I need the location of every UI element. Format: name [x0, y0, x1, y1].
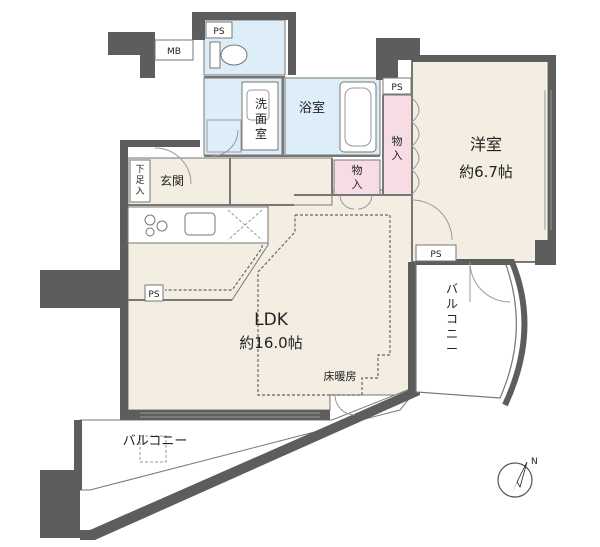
tag-mb: MB: [154, 39, 194, 61]
svg-text:MB: MB: [167, 47, 181, 57]
entrance-door-icon: [154, 147, 192, 185]
entrance-name: 玄関: [160, 173, 184, 188]
western-closet-door-icon: [411, 97, 420, 195]
wall-right: [548, 55, 556, 265]
ldk-size: 約16.0帖: [239, 334, 302, 352]
wall-bottom-ldk: [120, 410, 330, 420]
ldk-storage-door-icon: [339, 194, 373, 210]
tag-ps-western: PS: [415, 244, 457, 262]
wall-left-stub: [40, 270, 128, 308]
svg-text:足: 足: [135, 175, 144, 186]
svg-text:入: 入: [135, 186, 144, 197]
svg-text:ル: ル: [446, 297, 458, 311]
wall-balcony-left: [74, 420, 82, 490]
wall-toilet-top: [192, 12, 295, 40]
shoe-box-name: 下 足 入: [135, 165, 144, 197]
western-room-floor: [411, 59, 549, 263]
tag-ps-toilet: PS: [205, 21, 233, 39]
wall-top-left: [108, 32, 155, 78]
washroom-door-icon: [211, 129, 239, 157]
svg-text:PS: PS: [213, 27, 224, 37]
ldk-balcony-door-icon: [334, 394, 356, 416]
svg-text:コ: コ: [446, 312, 458, 326]
svg-text:物: 物: [392, 134, 403, 148]
storage-western-name: 物 入: [392, 134, 403, 162]
western-room-size: 約6.7帖: [459, 163, 513, 181]
bathroom-name: 浴室: [299, 100, 325, 116]
balcony-east-label: バ ル コ ニ ー: [446, 282, 458, 356]
svg-text:入: 入: [392, 149, 403, 162]
wall-bottom-left: [40, 470, 80, 538]
washroom-name: 洗 面 室: [255, 97, 267, 141]
balcony-east: [415, 259, 528, 407]
svg-text:ー: ー: [446, 342, 458, 356]
western-door-icon: [411, 199, 453, 241]
wall-entrance-top: [120, 140, 200, 147]
svg-text:物: 物: [352, 163, 363, 177]
wall-top-right: [412, 55, 552, 62]
fixtures: [127, 41, 552, 463]
svg-text:洗: 洗: [255, 97, 267, 111]
wall-left-ldk: [120, 300, 128, 420]
washbasin-icon: [241, 81, 279, 151]
kitchen-counter-icon: [127, 206, 269, 244]
svg-text:ニ: ニ: [446, 327, 458, 341]
outdoor-unit-icon: [139, 435, 167, 463]
svg-text:バ: バ: [446, 282, 458, 296]
svg-text:入: 入: [352, 178, 363, 191]
floor-heating-label: 床暖房: [324, 369, 357, 383]
svg-text:室: 室: [255, 126, 267, 141]
wall-toilet-right: [288, 12, 296, 75]
wall-top-mid: [376, 38, 420, 80]
shoe-box-icon: [129, 159, 151, 203]
wall-left-entrance: [120, 140, 128, 300]
svg-text:PS: PS: [430, 250, 441, 260]
svg-text:PS: PS: [391, 83, 402, 93]
wall-ldk-right: [408, 262, 416, 395]
balcony-south-label: バルコニー: [123, 434, 188, 449]
wall-right-bottom: [535, 240, 556, 265]
western-room-name: 洋室: [470, 135, 502, 154]
svg-text:下: 下: [135, 165, 144, 175]
tag-ps-bath: PS: [382, 77, 412, 95]
tag-ps-kitchen: PS: [144, 284, 164, 302]
bathtub-icon: [339, 81, 377, 153]
toilet-icon: [209, 41, 248, 69]
hall-floor: [229, 157, 333, 206]
windows: [140, 90, 552, 418]
dashed-lines: [165, 210, 391, 396]
wall-balcony-edge: [80, 385, 420, 540]
ldk-name: LDK: [254, 310, 289, 330]
compass-icon: N: [497, 457, 538, 498]
washing-machine-pan-icon: [206, 119, 242, 153]
svg-text:面: 面: [255, 112, 267, 126]
compass-north-label: N: [531, 457, 538, 467]
floor-heating-boundary: [257, 214, 391, 396]
storage-ldk-name: 物 入: [352, 163, 363, 191]
svg-text:PS: PS: [148, 290, 159, 300]
